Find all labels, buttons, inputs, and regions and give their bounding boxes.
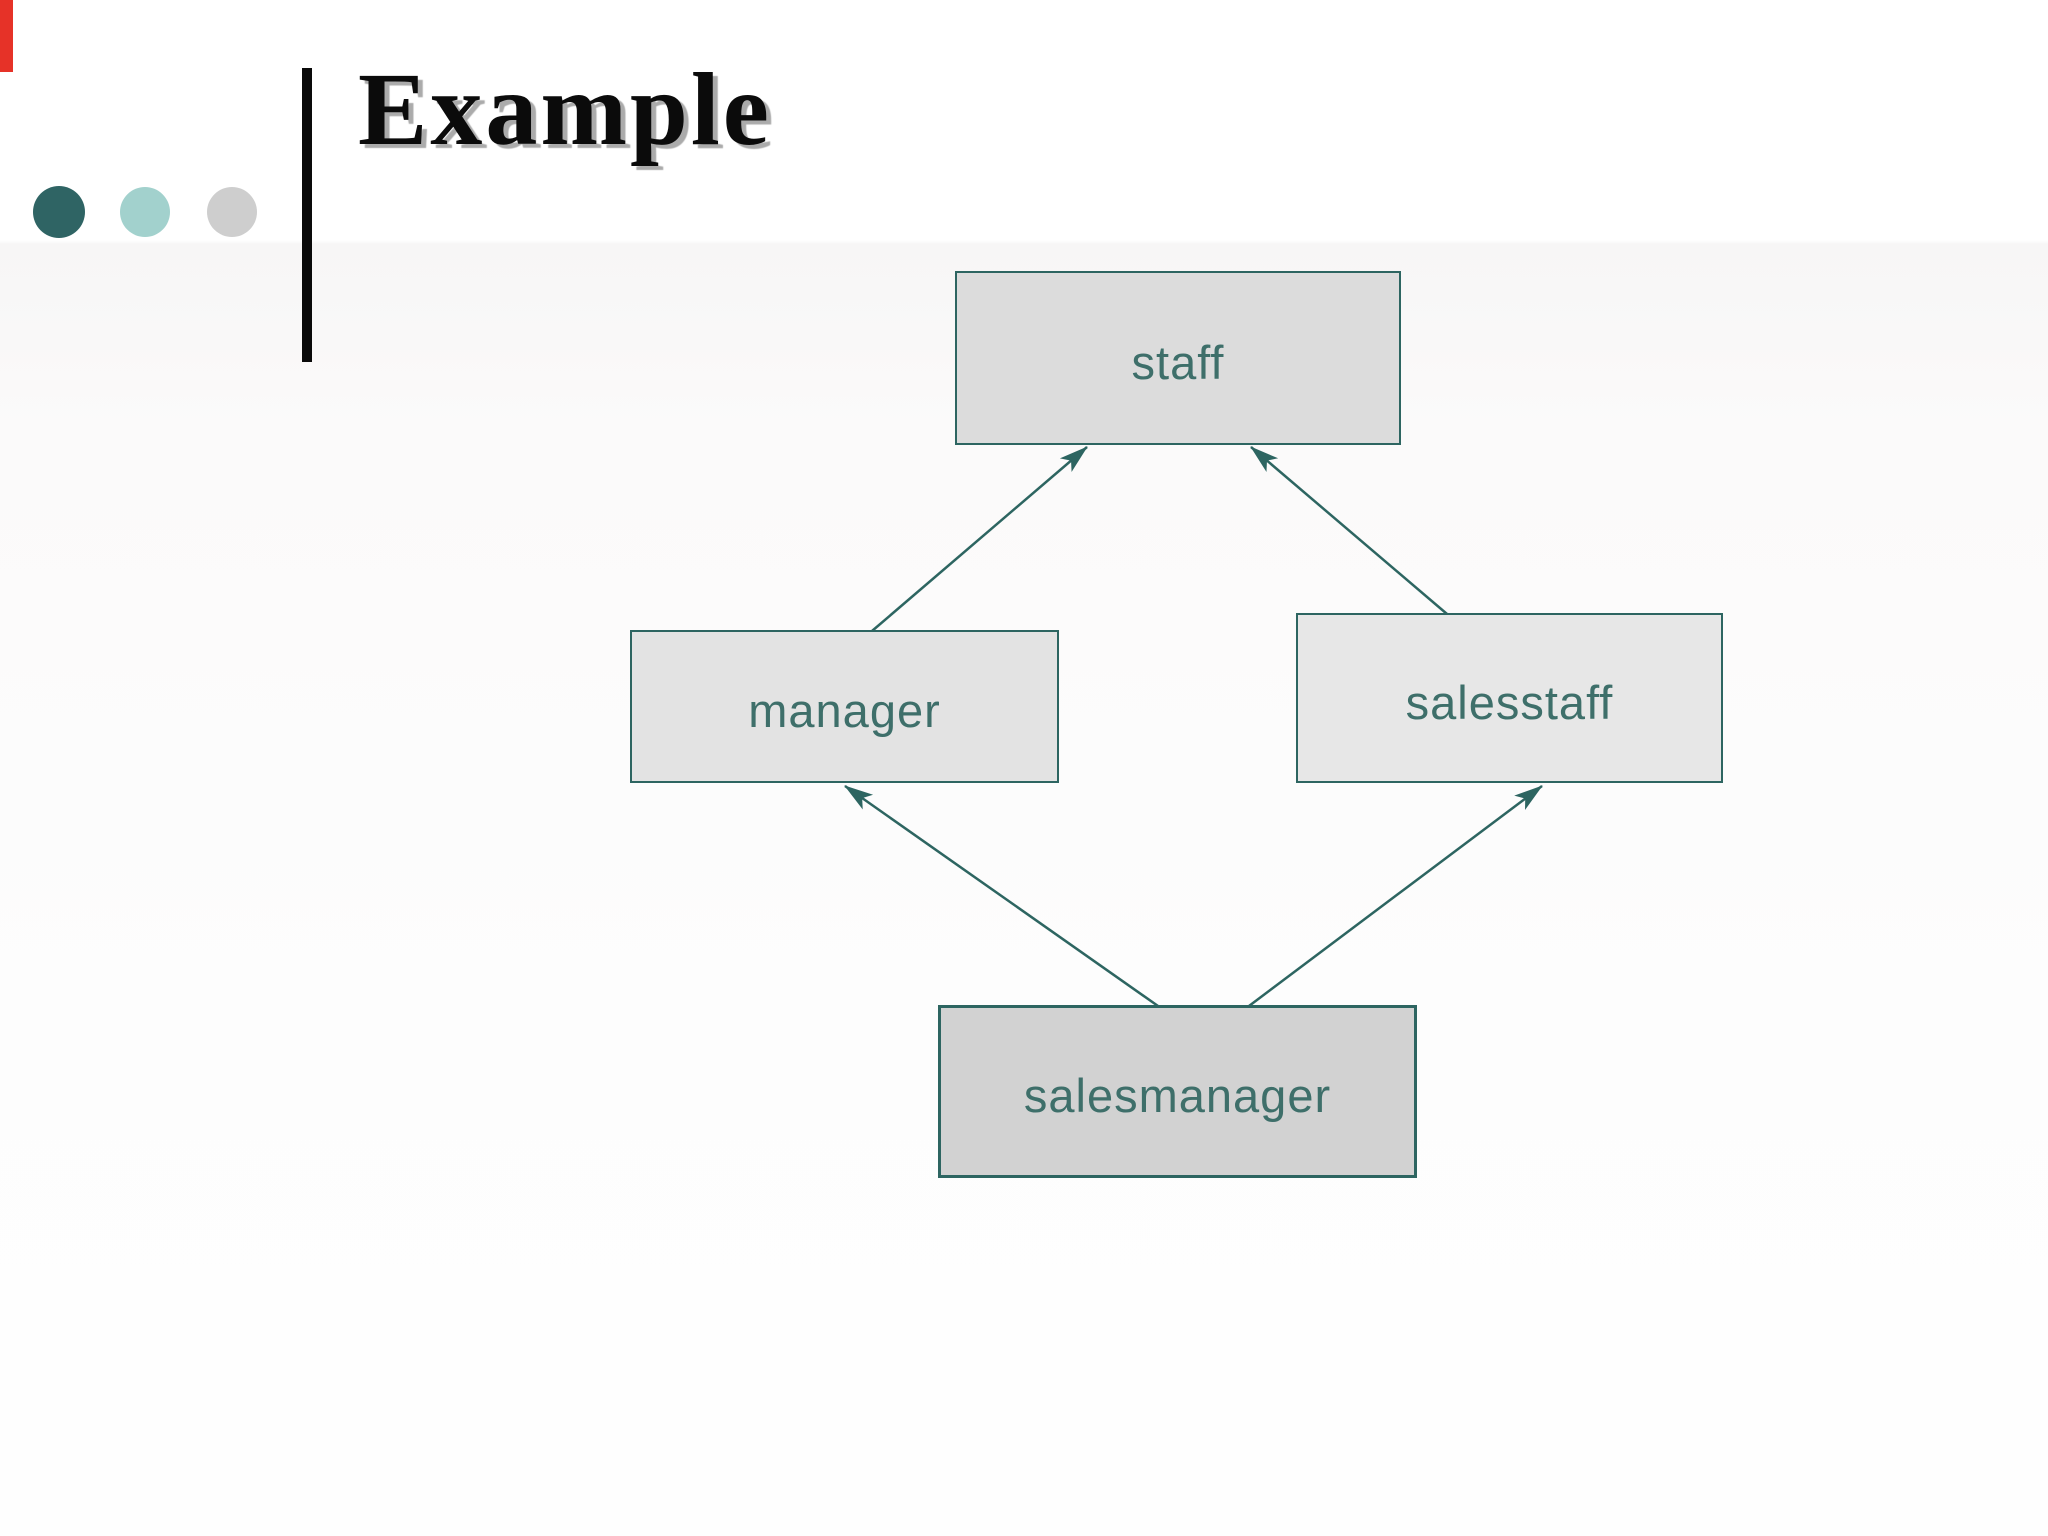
red-strip-artifact — [0, 0, 13, 72]
bullet-light-teal — [120, 187, 170, 237]
diagram-edge-salesstaff-to-staff — [1250, 446, 1448, 615]
diagram-node-label-staff: staff — [1131, 335, 1225, 389]
diagram-edge-salesmanager-to-salesstaff — [1248, 785, 1543, 1007]
diagram-node-label-salesmanager: salesmanager — [1023, 1069, 1332, 1122]
diagram-node-staff: staff — [955, 271, 1401, 445]
title-divider-bar — [302, 68, 312, 362]
bullet-dark-teal — [33, 186, 85, 238]
diagram-edge-manager-to-staff — [871, 446, 1088, 632]
slide-title: Example — [358, 52, 772, 167]
diagram-edge-salesmanager-to-manager — [844, 784, 1159, 1008]
diagram-node-label-salesstaff: salesstaff — [1405, 675, 1614, 729]
diagram-node-salesstaff: salesstaff — [1296, 613, 1723, 783]
diagram-node-label-manager: manager — [748, 684, 941, 737]
diagram-node-salesmanager: salesmanager — [938, 1005, 1417, 1178]
diagram-node-manager: manager — [630, 630, 1059, 783]
bullet-gray — [207, 187, 257, 237]
